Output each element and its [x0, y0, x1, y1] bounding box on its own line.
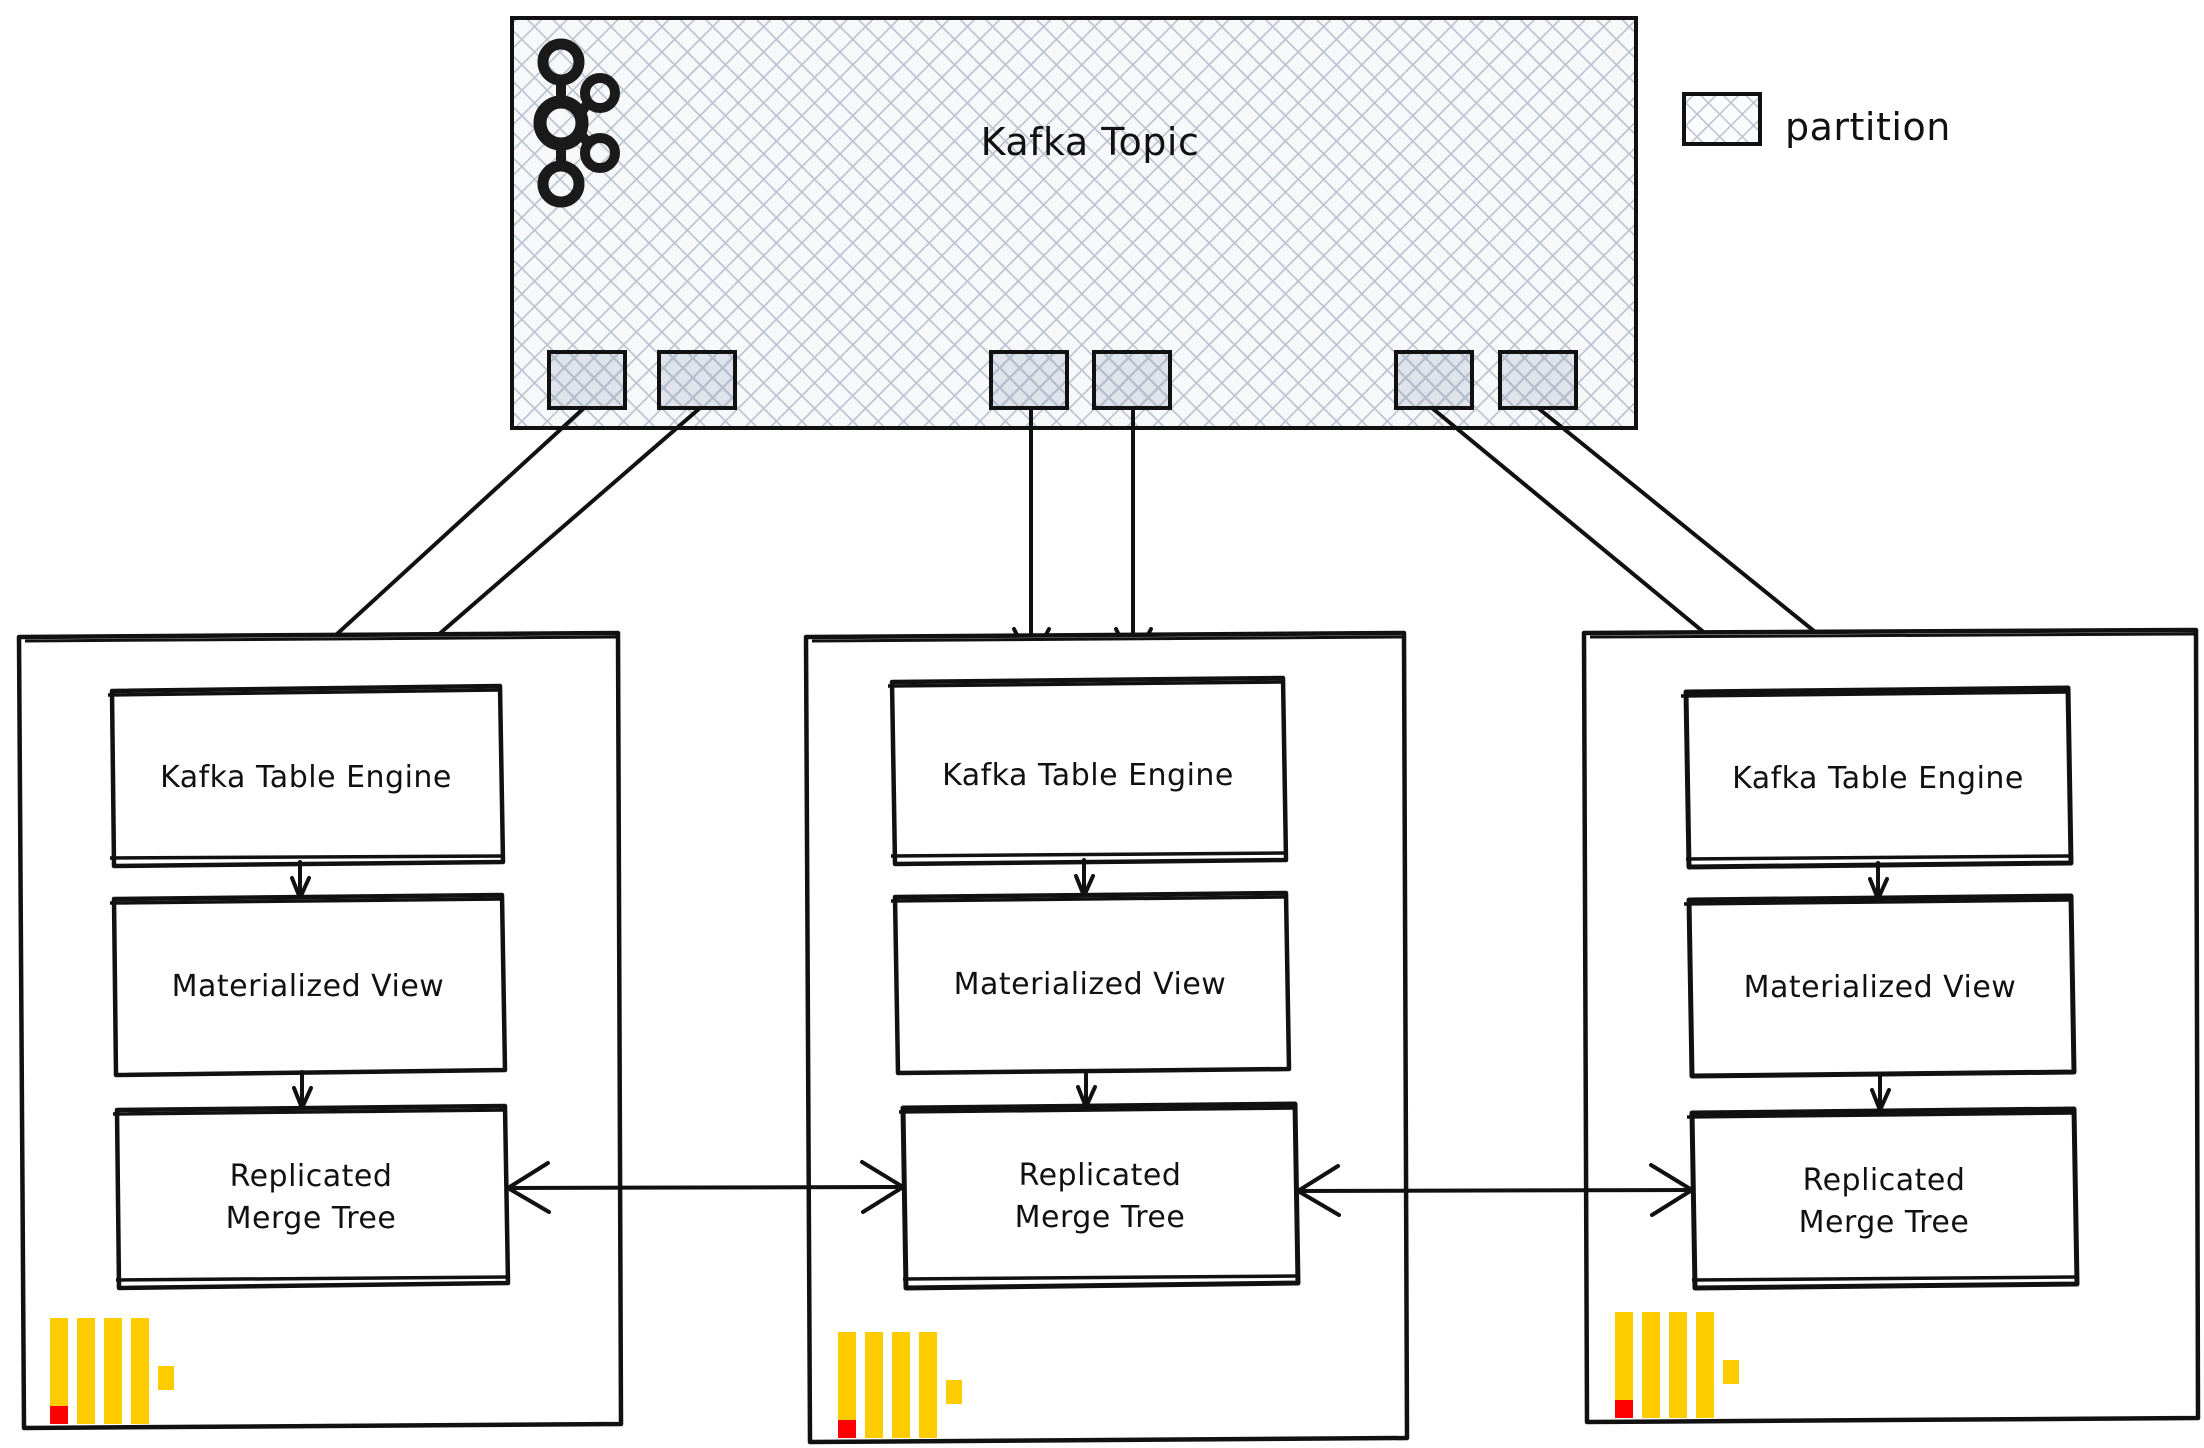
partition-group-2	[989, 350, 1172, 410]
replicated-merge-tree-label-line2: Merge Tree	[1799, 1205, 1970, 1240]
kafka-table-engine-label: Kafka Table Engine	[1732, 761, 2024, 796]
kafka-table-engine-label: Kafka Table Engine	[160, 760, 452, 795]
legend: partition	[1682, 92, 1951, 149]
replicated-merge-tree-label-line1: Replicated	[1019, 1158, 1182, 1193]
replicated-merge-tree-label-line2: Merge Tree	[1015, 1200, 1186, 1235]
connection-kte1-mv1	[290, 860, 311, 900]
replicated-merge-tree-box-2[interactable]: Replicated Merge Tree	[898, 1101, 1301, 1291]
materialized-view-box-3[interactable]: Materialized View	[1683, 893, 2077, 1079]
replicated-merge-tree-label-line2: Merge Tree	[226, 1201, 397, 1236]
cluster-node-2[interactable]: Kafka Table Engine Materialized View Rep…	[803, 630, 1410, 1445]
legend-label: partition	[1785, 105, 1951, 149]
kafka-topic-title: Kafka Topic	[981, 120, 1200, 164]
partition-box[interactable]	[547, 350, 627, 410]
kafka-table-engine-box-2[interactable]: Kafka Table Engine	[887, 675, 1289, 867]
kafka-table-engine-box-1[interactable]: Kafka Table Engine	[107, 683, 506, 869]
kafka-table-engine-label: Kafka Table Engine	[942, 758, 1234, 793]
connection-mv1-rmt1	[292, 1070, 313, 1110]
replicated-merge-tree-label-line1: Replicated	[1803, 1163, 1966, 1198]
materialized-view-label: Materialized View	[1744, 970, 2017, 1005]
materialized-view-label: Materialized View	[172, 969, 445, 1004]
connection-p4-kte2	[1114, 406, 1153, 665]
connection-kte2-mv2	[1074, 858, 1095, 898]
clickhouse-logo-icon	[838, 1332, 962, 1438]
replicated-merge-tree-box-3[interactable]: Replicated Merge Tree	[1686, 1106, 2080, 1291]
materialized-view-box-2[interactable]: Materialized View	[890, 890, 1292, 1076]
hatched-square-icon	[1682, 92, 1762, 146]
cluster-node-3[interactable]: Kafka Table Engine Materialized View Rep…	[1581, 627, 2201, 1425]
replicated-merge-tree-box-1[interactable]: Replicated Merge Tree	[112, 1103, 511, 1291]
connection-rmt2-rmt3	[1296, 1163, 1694, 1217]
partition-box[interactable]	[1498, 350, 1578, 410]
clickhouse-logo-icon	[50, 1318, 174, 1424]
partition-box[interactable]	[1092, 350, 1172, 410]
cluster-node-1[interactable]: Kafka Table Engine Materialized View Rep…	[16, 630, 624, 1431]
partition-group-3	[1394, 350, 1578, 410]
clickhouse-logo-icon	[1615, 1312, 1739, 1418]
connection-rmt1-rmt2	[506, 1160, 905, 1214]
partition-group-1	[547, 350, 737, 410]
kafka-table-engine-box-3[interactable]: Kafka Table Engine	[1680, 685, 2074, 870]
kafka-logo-icon	[533, 38, 620, 208]
replicated-merge-tree-label-line1: Replicated	[230, 1159, 393, 1194]
materialized-view-label: Materialized View	[954, 967, 1227, 1002]
partition-box[interactable]	[1394, 350, 1474, 410]
partition-box[interactable]	[657, 350, 737, 410]
connection-mv3-rmt3	[1870, 1072, 1891, 1112]
materialized-view-box-1[interactable]: Materialized View	[109, 892, 508, 1078]
connection-p3-kte2	[1012, 406, 1051, 665]
partition-box[interactable]	[989, 350, 1069, 410]
